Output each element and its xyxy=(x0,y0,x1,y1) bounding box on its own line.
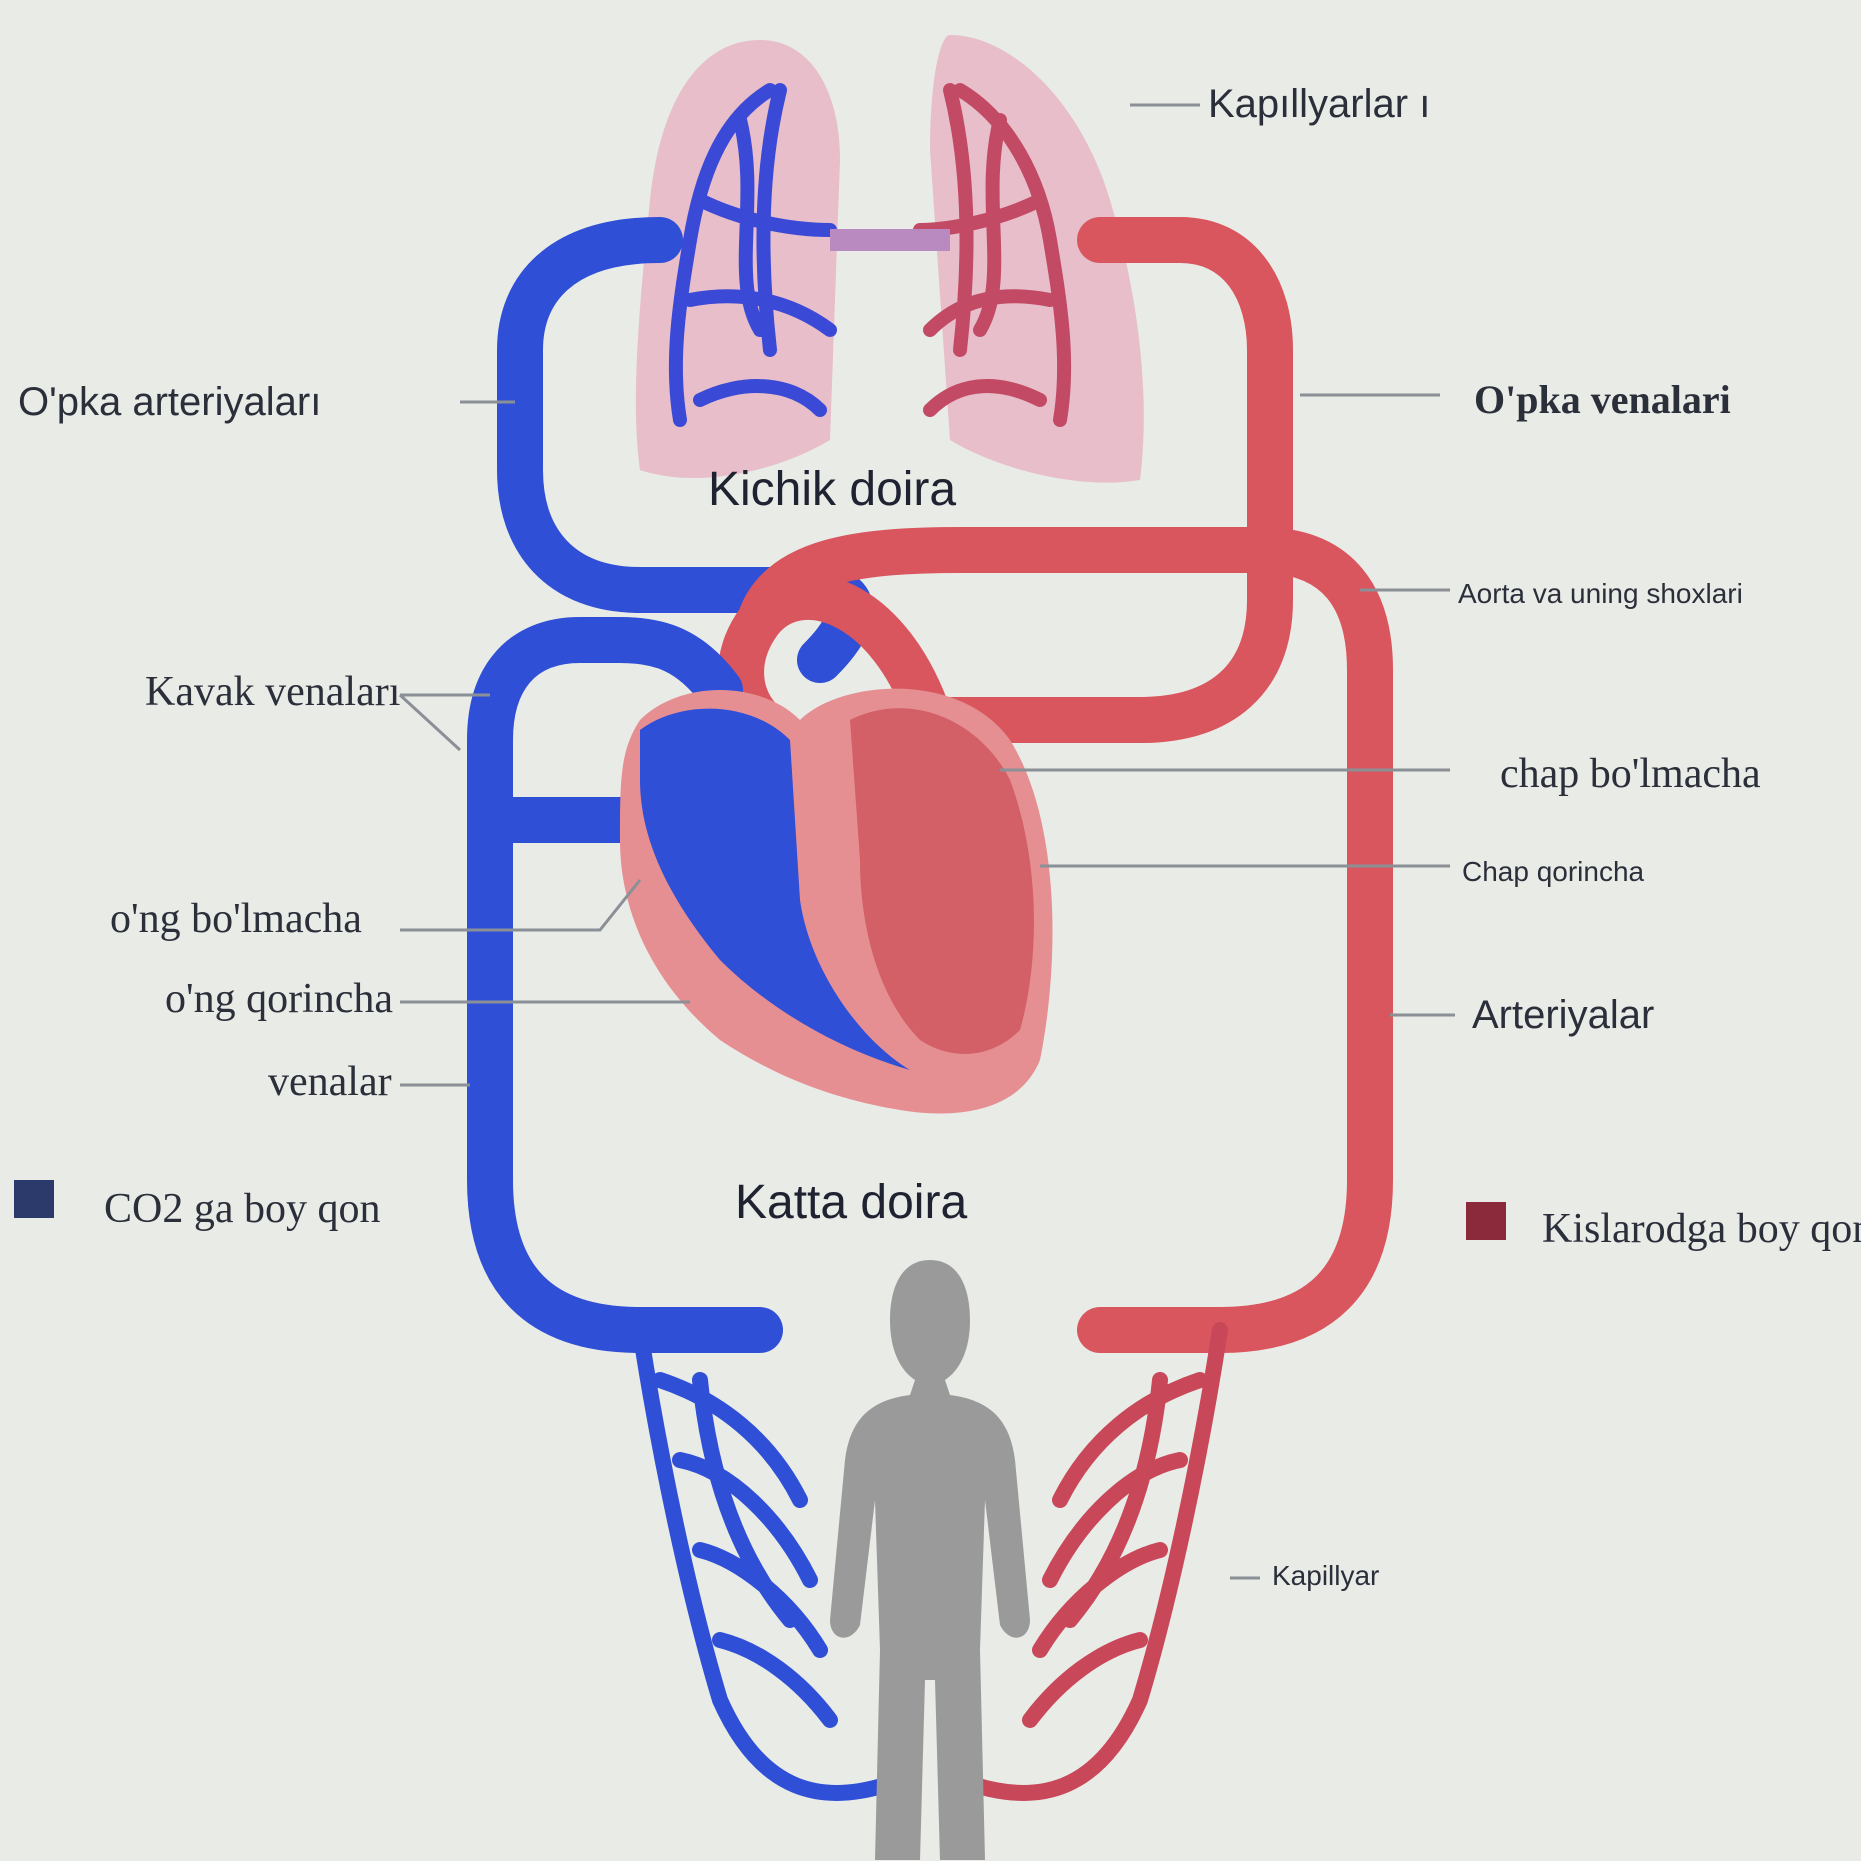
label-pulmonary-veins: O'pka venalari xyxy=(1474,376,1731,423)
label-capillaries-top: Kapıllyarlar ı xyxy=(1208,82,1430,127)
label-veins: venalar xyxy=(268,1058,392,1106)
label-arteries: Arteriyalar xyxy=(1472,993,1654,1038)
label-left-atrium: chap bo'lmacha xyxy=(1500,750,1761,798)
leader-right-atrium xyxy=(400,880,640,930)
label-right-ventricle: o'ng qorincha xyxy=(165,975,393,1023)
lungs xyxy=(636,35,1144,483)
human-silhouette xyxy=(830,1260,1030,1860)
legend-swatch-deoxygenated xyxy=(14,1180,54,1218)
label-small-circle: Kichik doira xyxy=(708,462,956,517)
heart xyxy=(620,689,1052,1114)
label-right-atrium: o'ng bo'lmacha xyxy=(110,895,362,943)
label-large-circle: Katta doira xyxy=(735,1175,967,1230)
label-vena-cava: Kavak venaları xyxy=(145,668,400,716)
label-pulmonary-arteries: O'pka arteriyaları xyxy=(18,380,321,425)
label-left-ventricle: Chap qorincha xyxy=(1462,856,1644,888)
label-capillaries-bottom: Kapillyar xyxy=(1272,1560,1379,1592)
legend-label-oxygenated: Kislarodga boy qon xyxy=(1542,1205,1861,1253)
legend-label-deoxygenated: CO2 ga boy qon xyxy=(104,1185,381,1233)
label-aorta: Aorta va uning shoxlari xyxy=(1458,578,1743,610)
legend-swatch-oxygenated xyxy=(1466,1202,1506,1240)
